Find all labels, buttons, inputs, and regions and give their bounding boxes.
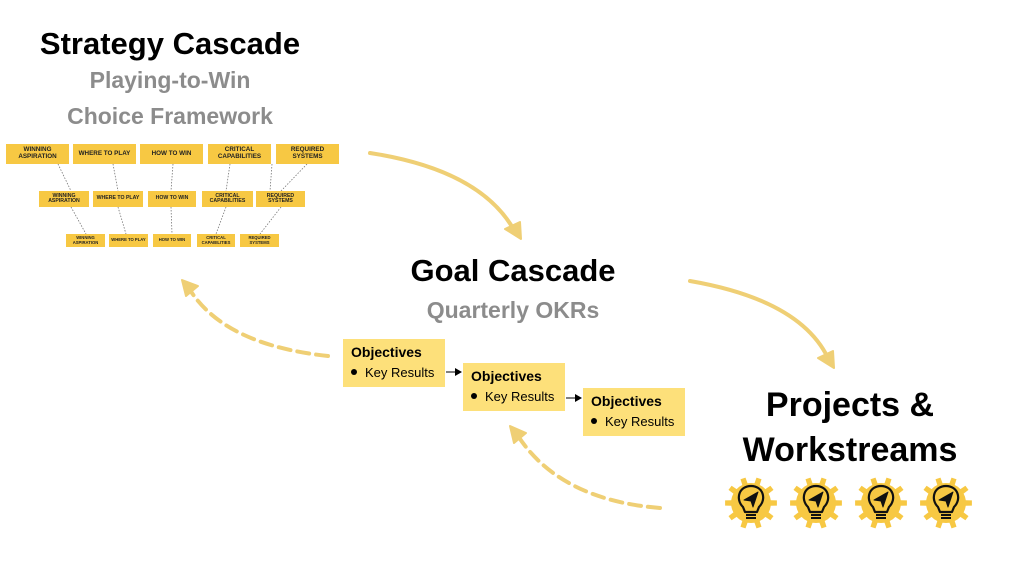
strategy-box-r2-c4: CRITICAL CAPABILITIES <box>202 191 253 207</box>
curved-arrow-strategy-to-goal <box>368 151 522 240</box>
strategy-box-r3-c3: HOW TO WIN <box>153 234 191 247</box>
strategy-cascade-title: Strategy Cascade <box>39 26 301 61</box>
strategy-box-r1-c3: HOW TO WIN <box>140 144 203 164</box>
strategy-box-r1-c2: WHERE TO PLAY <box>73 144 136 164</box>
key-result-item: Key Results <box>471 389 557 404</box>
objective-label: Objectives <box>351 344 422 360</box>
key-result-label: Key Results <box>485 389 555 404</box>
goal-cascade-subtitle: Quarterly OKRs <box>426 297 600 323</box>
lightbulb-gear-icon <box>790 477 842 529</box>
dashed-arrow-projects-to-goal <box>509 425 662 510</box>
strategy-subtitle-line2: Choice Framework <box>67 103 273 129</box>
strategy-box-r3-c2: WHERE TO PLAY <box>109 234 148 247</box>
strategy-box-r2-c2: WHERE TO PLAY <box>93 191 143 207</box>
lightbulb-gear-icon <box>855 477 907 529</box>
okr-box-1: Objectives Key Results <box>343 339 445 387</box>
strategy-subtitle-line1: Playing-to-Win <box>89 67 251 93</box>
strategy-box-r3-c5: REQUIRED SYSTEMS <box>240 234 279 247</box>
okr-box-3: Objectives Key Results <box>583 388 685 436</box>
key-result-item: Key Results <box>351 365 437 380</box>
key-result-label: Key Results <box>605 414 675 429</box>
projects-title-line2: Workstreams <box>742 431 958 469</box>
lightbulb-gear-icon <box>920 477 972 529</box>
strategy-box-r1-c5: REQUIRED SYSTEMS <box>276 144 339 164</box>
strategy-box-r3-c4: CRITICAL CAPABILITIES <box>197 234 235 247</box>
lightbulb-gear-icon <box>725 477 777 529</box>
strategy-box-r2-c3: HOW TO WIN <box>148 191 196 207</box>
key-result-item: Key Results <box>591 414 677 429</box>
curved-arrow-goal-to-projects <box>688 279 835 369</box>
strategy-box-r3-c1: WINNING ASPIRATION <box>66 234 105 247</box>
strategy-box-r1-c4: CRITICAL CAPABILITIES <box>208 144 271 164</box>
objective-label: Objectives <box>591 393 662 409</box>
objective-label: Objectives <box>471 368 542 384</box>
bullet-icon <box>471 392 477 399</box>
projects-title-line1: Projects & <box>765 386 935 424</box>
goal-cascade-title: Goal Cascade <box>410 253 616 288</box>
bullet-icon <box>351 368 357 375</box>
strategy-box-r1-c1: WINNING ASPIRATION <box>6 144 69 164</box>
dashed-arrow-goal-to-strategy <box>181 279 330 358</box>
okr-box-2: Objectives Key Results <box>463 363 565 411</box>
bullet-icon <box>591 417 597 424</box>
key-result-label: Key Results <box>365 365 435 380</box>
strategy-box-r2-c1: WINNING ASPIRATION <box>39 191 89 207</box>
strategy-box-r2-c5: REQUIRED SYSTEMS <box>256 191 305 207</box>
